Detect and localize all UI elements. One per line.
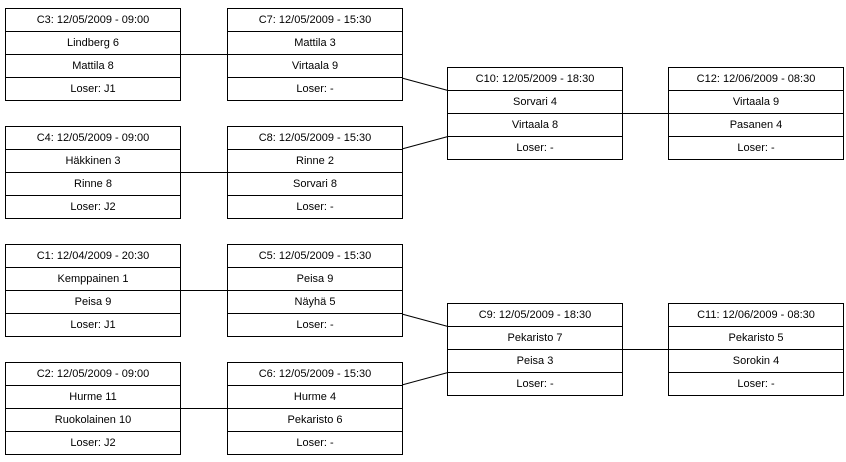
match-loser: Loser: J2 — [70, 201, 116, 213]
connector-c6-c9 — [399, 372, 449, 386]
match-player1: Rinne 2 — [228, 150, 402, 173]
match-loser: Loser: J1 — [70, 83, 116, 95]
match-player1: Pekaristo 7 — [448, 327, 622, 350]
match-loser: Loser: - — [516, 142, 554, 154]
match-player2: Pasanen 4 — [669, 114, 843, 137]
match-header: C1: 12/04/2009 - 20:30 — [6, 245, 180, 268]
match-player2: Mattila 8 — [6, 55, 180, 78]
match-box-c9: C9: 12/05/2009 - 18:30 Pekaristo 7 Peisa… — [447, 303, 623, 396]
match-player2: Ruokolainen 10 — [6, 409, 180, 432]
match-player1: Hurme 4 — [228, 386, 402, 409]
match-loser: Loser: J2 — [70, 437, 116, 449]
match-header: C11: 12/06/2009 - 08:30 — [669, 304, 843, 327]
match-player1: Kemppainen 1 — [6, 268, 180, 291]
match-loser: Loser: - — [296, 83, 334, 95]
match-player1: Lindberg 6 — [6, 32, 180, 55]
match-header: C9: 12/05/2009 - 18:30 — [448, 304, 622, 327]
connector-c8-c10 — [399, 136, 449, 150]
match-box-c2: C2: 12/05/2009 - 09:00 Hurme 11 Ruokolai… — [5, 362, 181, 455]
match-header: C2: 12/05/2009 - 09:00 — [6, 363, 180, 386]
match-box-c11: C11: 12/06/2009 - 08:30 Pekaristo 5 Soro… — [668, 303, 844, 396]
match-box-c3: C3: 12/05/2009 - 09:00 Lindberg 6 Mattil… — [5, 8, 181, 101]
connector-c7-c10 — [399, 77, 449, 91]
match-box-c1: C1: 12/04/2009 - 20:30 Kemppainen 1 Peis… — [5, 244, 181, 337]
match-box-c10: C10: 12/05/2009 - 18:30 Sorvari 4 Virtaa… — [447, 67, 623, 160]
match-player2: Peisa 9 — [6, 291, 180, 314]
match-box-c5: C5: 12/05/2009 - 15:30 Peisa 9 Näyhä 5 L… — [227, 244, 403, 337]
match-loser: Loser: - — [737, 142, 775, 154]
match-loser: Loser: - — [296, 437, 334, 449]
match-header: C5: 12/05/2009 - 15:30 — [228, 245, 402, 268]
match-loser: Loser: - — [296, 319, 334, 331]
match-player2: Näyhä 5 — [228, 291, 402, 314]
match-player1: Peisa 9 — [228, 268, 402, 291]
match-box-c8: C8: 12/05/2009 - 15:30 Rinne 2 Sorvari 8… — [227, 126, 403, 219]
match-player1: Virtaala 9 — [669, 91, 843, 114]
match-loser: Loser: - — [737, 378, 775, 390]
match-player1: Hurme 11 — [6, 386, 180, 409]
match-box-c4: C4: 12/05/2009 - 09:00 Häkkinen 3 Rinne … — [5, 126, 181, 219]
connector-c5-c9 — [399, 313, 449, 327]
match-header: C4: 12/05/2009 - 09:00 — [6, 127, 180, 150]
match-header: C3: 12/05/2009 - 09:00 — [6, 9, 180, 32]
match-player2: Sorvari 8 — [228, 173, 402, 196]
match-player2: Virtaala 9 — [228, 55, 402, 78]
match-header: C12: 12/06/2009 - 08:30 — [669, 68, 843, 91]
match-loser: Loser: - — [296, 201, 334, 213]
match-header: C8: 12/05/2009 - 15:30 — [228, 127, 402, 150]
match-player1: Pekaristo 5 — [669, 327, 843, 350]
match-player1: Sorvari 4 — [448, 91, 622, 114]
match-player1: Häkkinen 3 — [6, 150, 180, 173]
match-header: C6: 12/05/2009 - 15:30 — [228, 363, 402, 386]
match-player2: Sorokin 4 — [669, 350, 843, 373]
match-box-c12: C12: 12/06/2009 - 08:30 Virtaala 9 Pasan… — [668, 67, 844, 160]
match-player2: Pekaristo 6 — [228, 409, 402, 432]
match-box-c6: C6: 12/05/2009 - 15:30 Hurme 4 Pekaristo… — [227, 362, 403, 455]
match-player2: Peisa 3 — [448, 350, 622, 373]
match-box-c7: C7: 12/05/2009 - 15:30 Mattila 3 Virtaal… — [227, 8, 403, 101]
match-player2: Rinne 8 — [6, 173, 180, 196]
match-player1: Mattila 3 — [228, 32, 402, 55]
match-loser: Loser: - — [516, 378, 554, 390]
match-loser: Loser: J1 — [70, 319, 116, 331]
match-header: C7: 12/05/2009 - 15:30 — [228, 9, 402, 32]
match-player2: Virtaala 8 — [448, 114, 622, 137]
match-header: C10: 12/05/2009 - 18:30 — [448, 68, 622, 91]
